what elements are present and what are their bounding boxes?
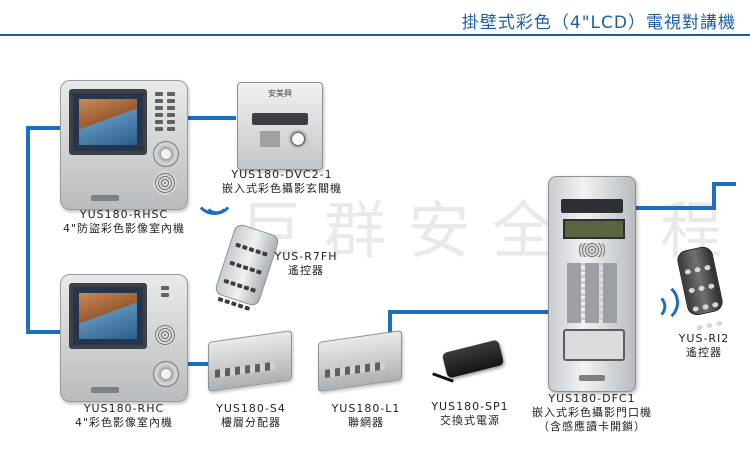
label-rhc: YUS180-RHC 4"彩色影像室內機 bbox=[44, 402, 204, 430]
camera-bar bbox=[252, 113, 308, 125]
button-column bbox=[161, 283, 169, 300]
button-column-2 bbox=[167, 89, 175, 134]
model-r7fh: YUS-R7FH bbox=[274, 250, 338, 263]
entrance-dvc2: 安美興 bbox=[237, 82, 323, 170]
model-sp1: YUS180-SP1 bbox=[431, 400, 509, 413]
label-dfc1: YUS180-DFC1 嵌入式彩色攝影門口機 （含感應讀卡開鎖） bbox=[512, 392, 672, 434]
camera-strip bbox=[561, 199, 623, 213]
desc-dvc2: 嵌入式彩色攝影玄關機 bbox=[222, 182, 342, 195]
desc-r7fh: 遙控器 bbox=[288, 264, 324, 277]
keypad bbox=[260, 131, 280, 147]
wire-right-corner bbox=[716, 182, 736, 186]
label-sp1: YUS180-SP1 交換式電源 bbox=[420, 400, 520, 428]
network-l1 bbox=[318, 330, 402, 392]
model-rhsc: YUS180-RHSC bbox=[79, 208, 169, 221]
power-supply-sp1 bbox=[441, 339, 505, 379]
brand-badge bbox=[91, 387, 119, 393]
terminal-strip bbox=[325, 361, 385, 378]
door-panel-dfc1 bbox=[548, 176, 636, 392]
wire-right-top bbox=[634, 206, 716, 210]
monitor-rhsc bbox=[60, 80, 188, 210]
wire-rhc-s4 bbox=[188, 362, 212, 366]
screen-photo bbox=[79, 293, 137, 339]
model-ri2: YUS-RI2 bbox=[678, 332, 730, 345]
title-underline bbox=[0, 34, 750, 36]
model-rhc: YUS180-RHC bbox=[83, 402, 165, 415]
label-dvc2: YUS180-DVC2-1 嵌入式彩色攝影玄關機 bbox=[212, 168, 352, 196]
desc-rhsc: 4"防盜彩色影像室內機 bbox=[62, 222, 186, 235]
screen-photo bbox=[79, 99, 137, 145]
nav-pad bbox=[153, 141, 179, 167]
card-reader bbox=[563, 329, 625, 361]
label-r7fh: YUS-R7FH 遙控器 bbox=[266, 250, 346, 278]
brand-plate: 安美興 bbox=[268, 89, 292, 98]
model-l1: YUS180-L1 bbox=[331, 402, 401, 415]
speaker-grille bbox=[579, 243, 605, 257]
wire-top-monitor bbox=[26, 126, 60, 130]
wire-left-vertical bbox=[26, 126, 30, 332]
label-s4: YUS180-S4 樓層分配器 bbox=[196, 402, 306, 430]
wire-to-dvc bbox=[188, 116, 236, 120]
label-l1: YUS180-L1 聯網器 bbox=[316, 402, 416, 430]
panel-badge bbox=[579, 375, 605, 381]
watermark-text: 巨群安全工程 bbox=[240, 194, 745, 267]
brand-badge bbox=[91, 195, 119, 201]
desc-s4: 樓層分配器 bbox=[221, 416, 281, 429]
model-s4: YUS180-S4 bbox=[216, 402, 286, 415]
monitor-screen bbox=[69, 89, 147, 155]
speaker-grille bbox=[153, 323, 177, 347]
call-button bbox=[288, 129, 308, 149]
desc-ri2: 遙控器 bbox=[686, 346, 722, 359]
keypad-grid bbox=[567, 263, 617, 323]
lcd-display bbox=[563, 219, 625, 239]
wire-bottom-monitor bbox=[26, 330, 60, 334]
button-column bbox=[155, 89, 163, 134]
terminal-strip bbox=[215, 361, 275, 378]
desc-rhc: 4"彩色影像室內機 bbox=[74, 416, 174, 429]
page-title: 掛壁式彩色（4"LCD）電視對講機 bbox=[461, 13, 736, 33]
desc-l1: 聯網器 bbox=[348, 416, 384, 429]
label-ri2: YUS-RI2 遙控器 bbox=[664, 332, 744, 360]
distributor-s4 bbox=[208, 330, 292, 392]
model-dfc1: YUS180-DFC1 bbox=[548, 392, 636, 405]
wire-bus-top bbox=[388, 310, 548, 314]
note-dfc1: （含感應讀卡開鎖） bbox=[538, 420, 646, 433]
signal-wave-icon bbox=[199, 193, 230, 224]
monitor-screen bbox=[69, 283, 147, 349]
monitor-rhc bbox=[60, 274, 188, 402]
model-dvc2: YUS180-DVC2-1 bbox=[231, 168, 333, 181]
nav-pad bbox=[153, 361, 179, 387]
desc-sp1: 交換式電源 bbox=[440, 414, 500, 427]
wire-right-down bbox=[712, 182, 716, 210]
label-rhsc: YUS180-RHSC 4"防盜彩色影像室內機 bbox=[44, 208, 204, 236]
speaker-grille bbox=[153, 171, 177, 195]
desc-dfc1: 嵌入式彩色攝影門口機 bbox=[532, 406, 652, 419]
